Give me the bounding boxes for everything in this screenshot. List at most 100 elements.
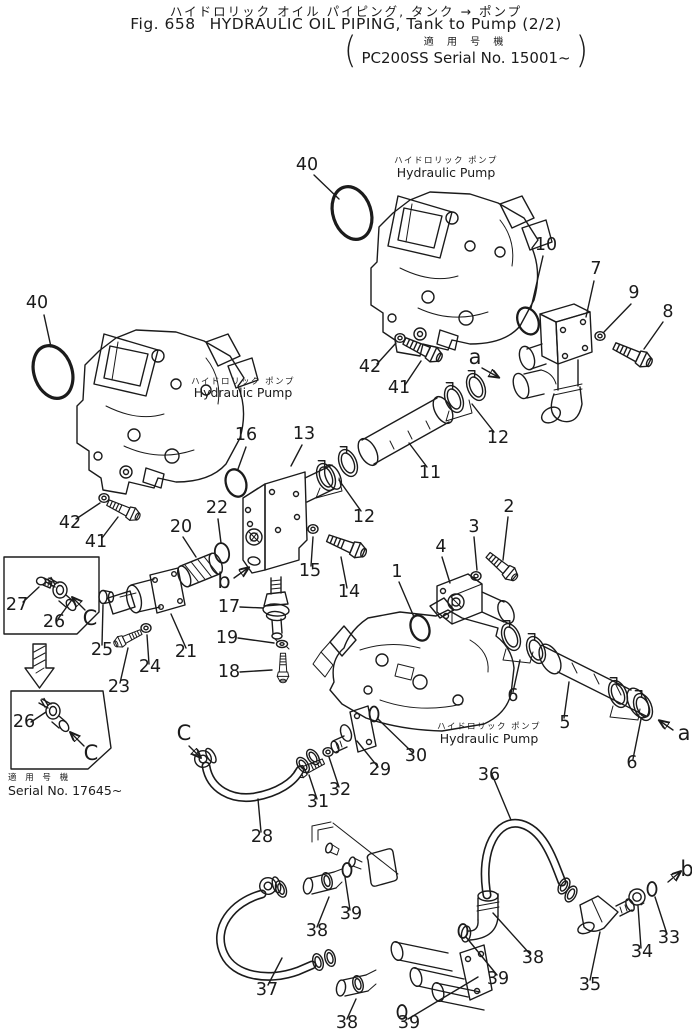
clamp-6-c	[602, 673, 632, 711]
callout-6: 6	[626, 753, 637, 773]
plug-27	[35, 576, 53, 589]
bolt-18	[276, 652, 290, 684]
o-ring-39-bottom	[396, 1004, 408, 1020]
callout-12: 12	[487, 428, 509, 448]
callout-23: 23	[108, 677, 130, 697]
callout-38: 38	[522, 948, 544, 968]
elbow-38-top	[302, 868, 343, 895]
washer-9	[594, 331, 606, 341]
callout-20: 20	[170, 517, 192, 537]
view-letter-C: C	[83, 606, 98, 630]
clamp-6-b	[520, 629, 550, 667]
applicable-model: PC200SS Serial No. 15001~	[361, 49, 571, 67]
view-b-arrow-right	[667, 872, 680, 883]
fitting-17	[262, 576, 290, 640]
applicable-label-jp: 適 用 号 機	[423, 37, 509, 48]
washer-42-top	[394, 333, 406, 343]
callout-9: 9	[628, 283, 639, 303]
view-c-arrow-box2	[71, 733, 85, 747]
callout-24: 24	[139, 657, 161, 677]
clamp-12-b	[332, 442, 362, 480]
callout-1: 1	[391, 562, 402, 582]
bolt-23	[111, 626, 144, 651]
inset-box-serial-17645	[10, 690, 112, 770]
view-b-arrow-left	[233, 568, 248, 579]
callout-18: 18	[218, 662, 240, 682]
callout-26: 26	[43, 612, 65, 632]
tube-11	[357, 395, 454, 467]
pump-label-en-bottom: Hydraulic Pump	[440, 731, 539, 746]
callout-31: 31	[307, 792, 329, 812]
callout-38: 38	[336, 1013, 358, 1029]
callout-39: 39	[487, 969, 509, 989]
washer-24	[140, 623, 152, 633]
nut-34	[628, 888, 646, 906]
callout-42: 42	[359, 357, 381, 377]
elbow-38-hose36	[460, 890, 500, 943]
view-a-arrow-right	[660, 721, 674, 731]
view-c-arrow-hose	[188, 745, 200, 757]
callout-25: 25	[91, 640, 113, 660]
callout-32: 32	[329, 780, 351, 800]
clamp-12-bracket-left	[315, 477, 343, 499]
callout-37: 37	[256, 980, 278, 1000]
o-ring-1	[409, 614, 431, 642]
o-ring-39-top	[341, 862, 353, 878]
view-letter-b: b	[680, 857, 692, 881]
hose-36	[480, 818, 581, 905]
clamp-6-bracket-left	[502, 648, 534, 664]
callout-7: 7	[590, 259, 601, 279]
paren-open: (	[344, 28, 357, 72]
callout-14: 14	[338, 582, 360, 602]
callout-15: 15	[299, 561, 321, 581]
alternate-arrow	[24, 643, 55, 689]
view-arrows	[71, 367, 680, 883]
callout-39: 39	[340, 904, 362, 924]
elbow-35	[577, 895, 635, 935]
hydraulic-pump-left	[76, 329, 259, 495]
callout-35: 35	[579, 975, 601, 995]
callout-29: 29	[369, 760, 391, 780]
strainer-20	[176, 552, 224, 588]
clamp-12-d	[460, 366, 490, 404]
elbow-assembly-7	[512, 303, 593, 424]
clamp-12-c	[438, 378, 468, 416]
callout-42: 42	[59, 513, 81, 533]
hose-28	[190, 744, 323, 803]
elbow-38-bottom	[335, 969, 377, 997]
bolt-14	[324, 530, 370, 562]
callout-40: 40	[296, 155, 318, 175]
hose-5	[538, 643, 650, 719]
callout-12: 12	[353, 507, 375, 527]
callout-3: 3	[468, 517, 479, 537]
o-ring-40-top	[330, 185, 374, 241]
paren-close: )	[575, 28, 589, 72]
hydraulic-pump-bottom	[312, 597, 515, 732]
valve-block-13	[242, 464, 343, 574]
view-letter-a: a	[469, 345, 482, 369]
pump-label-en-top: Hydraulic Pump	[397, 165, 496, 180]
suction-valve-21	[107, 567, 186, 615]
pump-label-jp-bottom: ハイドロリック ポンプ	[437, 722, 541, 732]
washer-19	[274, 638, 290, 650]
page-title-japanese: ハイドロリック オイル パイピング, タンク → ポンプ	[169, 4, 523, 19]
callout-2: 2	[503, 497, 514, 517]
figure-title: HYDRAULIC OIL PIPING, Tank to Pump (2/2)	[209, 15, 562, 33]
callout-17: 17	[218, 597, 240, 617]
bolt-2	[482, 548, 522, 585]
inset-box-current	[3, 556, 100, 635]
hose-37	[215, 874, 338, 981]
inset-applicable-label: 適 用 号 機	[8, 772, 71, 783]
washer-15	[307, 524, 319, 534]
callout-28: 28	[251, 827, 273, 847]
callout-4: 4	[435, 537, 446, 557]
callout-6: 6	[507, 686, 518, 706]
callout-39: 39	[398, 1013, 420, 1029]
view-letter-b: b	[217, 569, 230, 593]
callout-10: 10	[535, 235, 557, 255]
callout-26: 26	[13, 712, 35, 732]
callout-22: 22	[206, 498, 228, 518]
hydraulic-pump-top-right	[370, 191, 553, 357]
callout-36: 36	[478, 765, 500, 785]
